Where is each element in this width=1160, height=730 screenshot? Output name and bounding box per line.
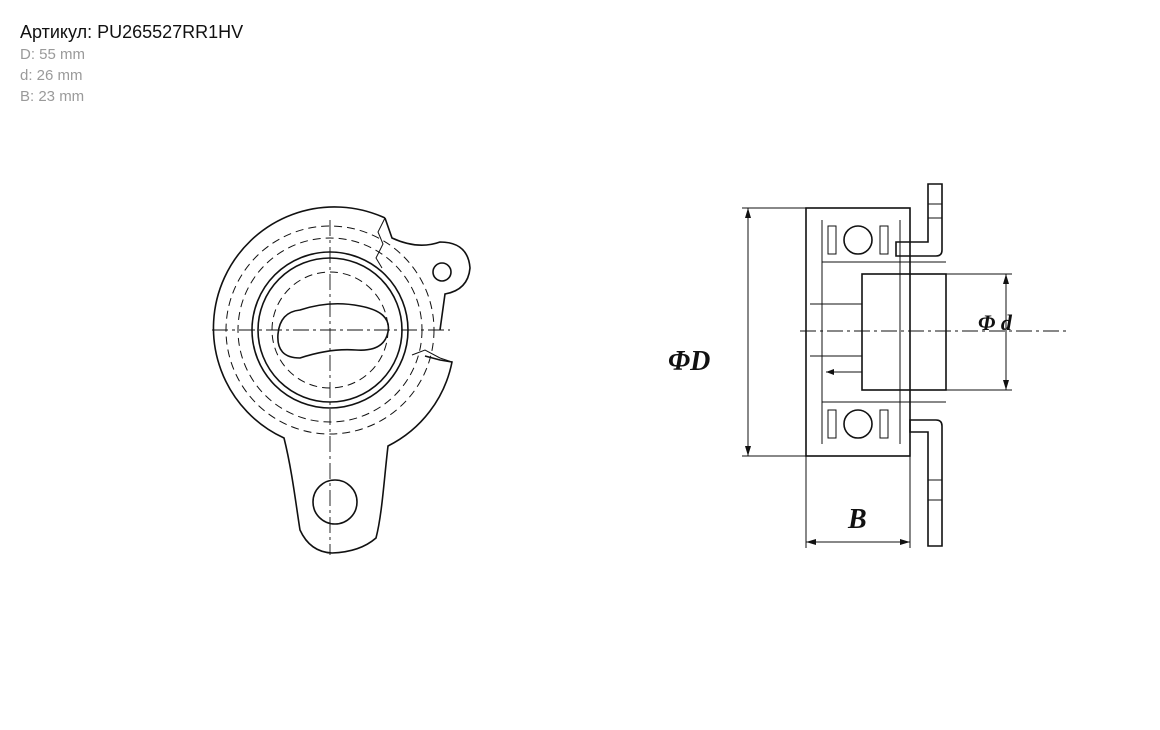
section-view: ΦD Φ d B (668, 183, 1070, 548)
seal-top-left (827, 225, 837, 255)
inner-sleeve (861, 273, 947, 391)
bolt-hole (312, 479, 358, 525)
spec-inner-diameter: d: 26 mm (20, 67, 83, 84)
eccentric-slot (277, 302, 390, 359)
article-title: Артикул: PU265527RR1HV (20, 22, 244, 42)
dim-d-arrow-bottom (1003, 380, 1009, 390)
spec-outer-diameter: D: 55 mm (20, 46, 86, 63)
seal-bottom-left (827, 409, 837, 439)
dim-D-arrow-bottom (745, 446, 751, 456)
seal-top-right (879, 225, 889, 255)
bracket-bottom (909, 419, 943, 547)
ball-top (843, 225, 873, 255)
front-break-line-2 (411, 349, 453, 363)
seal-bottom-right (879, 409, 889, 439)
dim-B-arrow-left (806, 539, 816, 545)
bearing-body-outline (805, 207, 911, 457)
front-break-line (375, 217, 386, 269)
bore-leader-arrow (826, 369, 834, 375)
ball-bottom (843, 409, 873, 439)
front-outer-contour (212, 206, 453, 554)
product-header: Артикул: PU265527RR1HV D: 55 mm d: 26 mm… (20, 20, 243, 107)
dim-B-arrow-right (900, 539, 910, 545)
dim-B-label: B (847, 504, 867, 535)
ear-hole (432, 262, 452, 282)
front-ear-top (384, 217, 471, 331)
dim-D-label: ΦD (668, 346, 710, 377)
spec-width: B: 23 mm (20, 88, 85, 105)
dim-D-arrow-top (745, 208, 751, 218)
dim-d-label: Φ d (978, 310, 1013, 335)
bracket-top (895, 183, 943, 257)
dim-d-arrow-top (1003, 274, 1009, 284)
front-view (212, 206, 471, 555)
